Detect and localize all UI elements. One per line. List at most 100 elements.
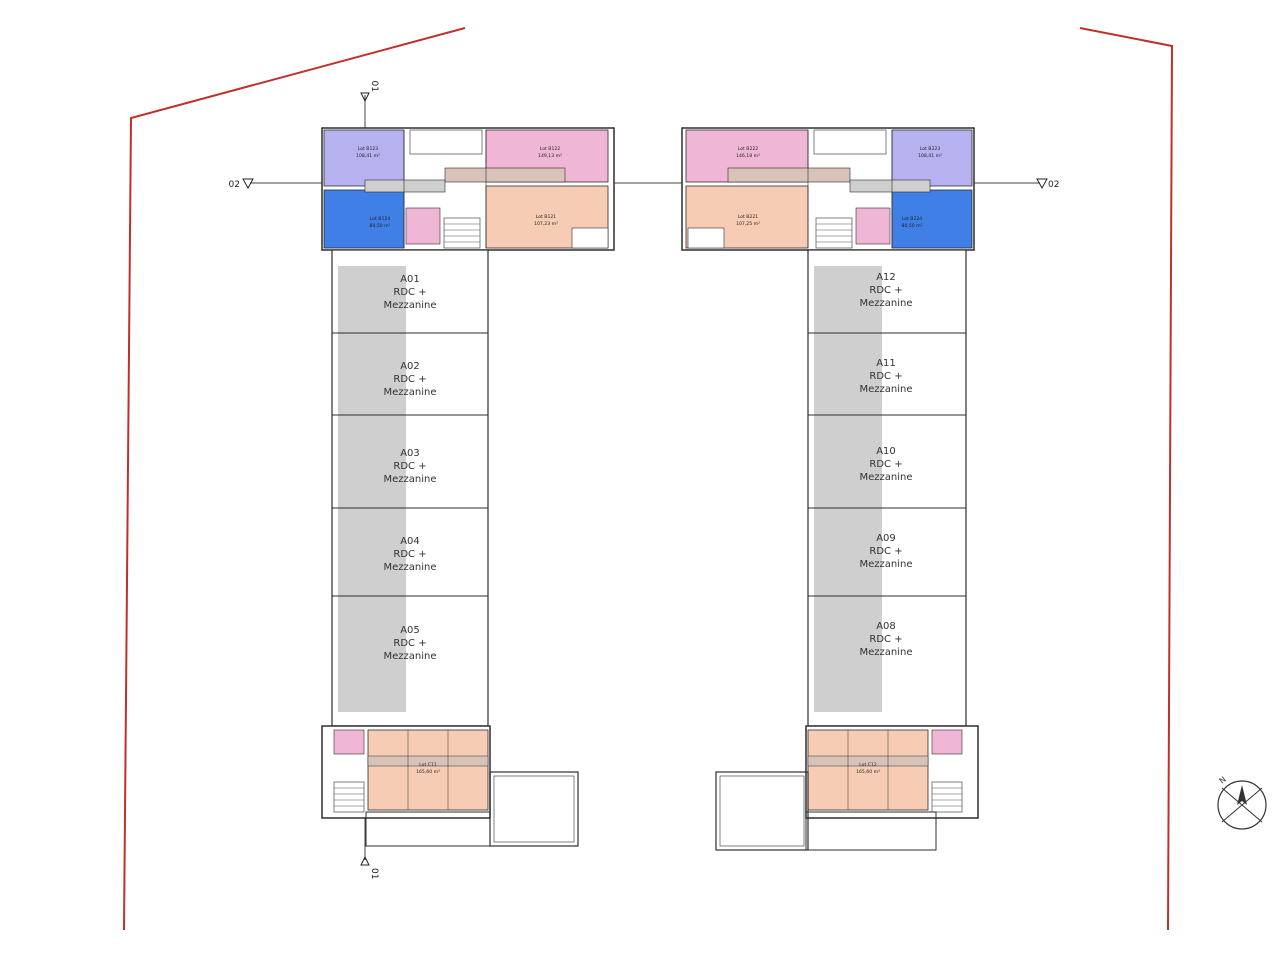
axis-marker-right: 02 — [1036, 178, 1059, 190]
right-mezzanine-band — [814, 266, 882, 712]
right-bottom-block: Lot C12 165,60 m² — [715, 725, 979, 851]
right-lot-c12-name: Lot C12 — [859, 762, 877, 768]
unit-a01-rdc: RDC + — [393, 287, 426, 298]
right-top-corridor — [727, 167, 851, 183]
unit-a12-code: A12 — [876, 272, 896, 283]
unit-a12-mezz: Mezzanine — [859, 298, 912, 309]
unit-a01-mezz: Mezzanine — [383, 300, 436, 311]
property-line-right — [1079, 27, 1174, 931]
left-lot-c11-area: 165,60 m² — [416, 769, 440, 775]
axis-marker-top: 01 — [360, 81, 379, 103]
unit-a08-rdc: RDC + — [869, 634, 902, 645]
unit-a12-rdc: RDC + — [869, 285, 902, 296]
left-top-block: Lot B123 108,41 m² Lot B122 149,13 m² Lo… — [321, 127, 615, 251]
unit-a11-code: A11 — [876, 358, 896, 369]
left-top-stairs — [443, 217, 481, 249]
left-bottom-stairs — [333, 781, 365, 813]
right-lot-c12-area: 165,60 m² — [856, 769, 880, 775]
unit-a05-mezz: Mezzanine — [383, 651, 436, 662]
left-lot-c11-name: Lot C11 — [419, 762, 437, 768]
north-arrow-icon: N — [1217, 775, 1267, 830]
right-outdoor-area — [805, 811, 937, 851]
unit-a04: A04 RDC + Mezzanine — [383, 536, 436, 573]
left-top-toilet — [405, 207, 441, 245]
right-lot-b221-name: Lot B221 — [738, 214, 759, 220]
unit-a09-rdc: RDC + — [869, 546, 902, 557]
right-lot-b223-name: Lot B223 — [920, 146, 941, 152]
right-building: Lot B222 146,18 m² Lot B223 108,41 m² Lo… — [681, 127, 979, 851]
property-line-left — [123, 27, 466, 931]
right-lot-b222-name: Lot B222 — [738, 146, 759, 152]
axis-marker-bottom: 01 — [360, 855, 379, 879]
unit-a02: A02 RDC + Mezzanine — [383, 361, 436, 398]
left-lot-b124-name: Lot B124 — [370, 216, 391, 222]
right-lot-b224-name: Lot B224 — [902, 216, 923, 222]
axis-label-left: 02 — [229, 180, 240, 190]
left-bottom-block: Lot C11 165,60 m² — [321, 725, 579, 847]
unit-a04-mezz: Mezzanine — [383, 562, 436, 573]
unit-a10: A10 RDC + Mezzanine — [859, 446, 912, 483]
axis-label-right: 02 — [1048, 180, 1059, 190]
unit-a09-mezz: Mezzanine — [859, 559, 912, 570]
unit-a02-rdc: RDC + — [393, 374, 426, 385]
unit-a11: A11 RDC + Mezzanine — [859, 358, 912, 395]
right-top-block: Lot B222 146,18 m² Lot B223 108,41 m² Lo… — [681, 127, 975, 251]
unit-a03: A03 RDC + Mezzanine — [383, 448, 436, 485]
unit-a11-rdc: RDC + — [869, 371, 902, 382]
unit-a03-code: A03 — [400, 448, 420, 459]
left-unit-column: A01 RDC + Mezzanine A02 RDC + Mezzanine … — [331, 249, 489, 727]
unit-a12: A12 RDC + Mezzanine — [859, 272, 912, 309]
right-bottom-toilet — [931, 729, 963, 755]
left-lot-b123-area: 108,41 m² — [356, 153, 380, 159]
right-top-toilet — [855, 207, 891, 245]
right-terrace — [715, 771, 809, 851]
right-lot-b221-area: 107,25 m² — [736, 221, 760, 227]
unit-a05-code: A05 — [400, 625, 420, 636]
right-lot-c12 — [807, 729, 929, 811]
unit-a10-mezz: Mezzanine — [859, 472, 912, 483]
unit-a03-rdc: RDC + — [393, 461, 426, 472]
left-terrace — [489, 771, 579, 847]
left-lot-c11 — [367, 729, 489, 811]
left-lot-b124 — [323, 189, 405, 249]
axis-marker-left: 02 — [229, 178, 254, 190]
unit-a02-code: A02 — [400, 361, 420, 372]
left-lot-b124-area: 80,50 m² — [370, 223, 391, 229]
left-mezzanine-band — [338, 266, 406, 712]
unit-a01: A01 RDC + Mezzanine — [383, 274, 436, 311]
axis-label-top: 01 — [369, 81, 379, 92]
unit-a01-code: A01 — [400, 274, 420, 285]
left-top-corridor — [444, 167, 566, 183]
left-lot-b121-area: 107,23 m² — [534, 221, 558, 227]
right-lot-b224 — [891, 189, 973, 249]
unit-a10-code: A10 — [876, 446, 896, 457]
unit-a05-rdc: RDC + — [393, 638, 426, 649]
left-building: Lot B123 108,41 m² Lot B122 149,13 m² Lo… — [321, 127, 615, 847]
left-bottom-toilet — [333, 729, 365, 755]
right-lot-b224-area: 80,50 m² — [902, 223, 923, 229]
unit-a10-rdc: RDC + — [869, 459, 902, 470]
unit-a08-code: A08 — [876, 621, 896, 632]
unit-a04-rdc: RDC + — [393, 549, 426, 560]
left-lot-b122-name: Lot B122 — [540, 146, 561, 152]
unit-a02-mezz: Mezzanine — [383, 387, 436, 398]
left-lot-b122-area: 149,13 m² — [538, 153, 562, 159]
unit-a04-code: A04 — [400, 536, 420, 547]
right-top-stairs — [815, 217, 853, 249]
north-label: N — [1218, 775, 1228, 786]
left-lot-b121-name: Lot B121 — [536, 214, 557, 220]
unit-a03-mezz: Mezzanine — [383, 474, 436, 485]
left-lot-b123-name: Lot B123 — [358, 146, 379, 152]
right-bottom-stairs — [931, 781, 963, 813]
unit-a08: A08 RDC + Mezzanine — [859, 621, 912, 658]
unit-a08-mezz: Mezzanine — [859, 647, 912, 658]
right-unit-column: A12 RDC + Mezzanine A11 RDC + Mezzanine … — [807, 249, 967, 727]
unit-a05: A05 RDC + Mezzanine — [383, 625, 436, 662]
axis-label-bottom: 01 — [369, 868, 379, 879]
unit-a09: A09 RDC + Mezzanine — [859, 533, 912, 570]
unit-a09-code: A09 — [876, 533, 896, 544]
right-lot-b223-area: 108,41 m² — [918, 153, 942, 159]
right-lot-b222-area: 146,18 m² — [736, 153, 760, 159]
left-lot-b123 — [323, 129, 405, 187]
